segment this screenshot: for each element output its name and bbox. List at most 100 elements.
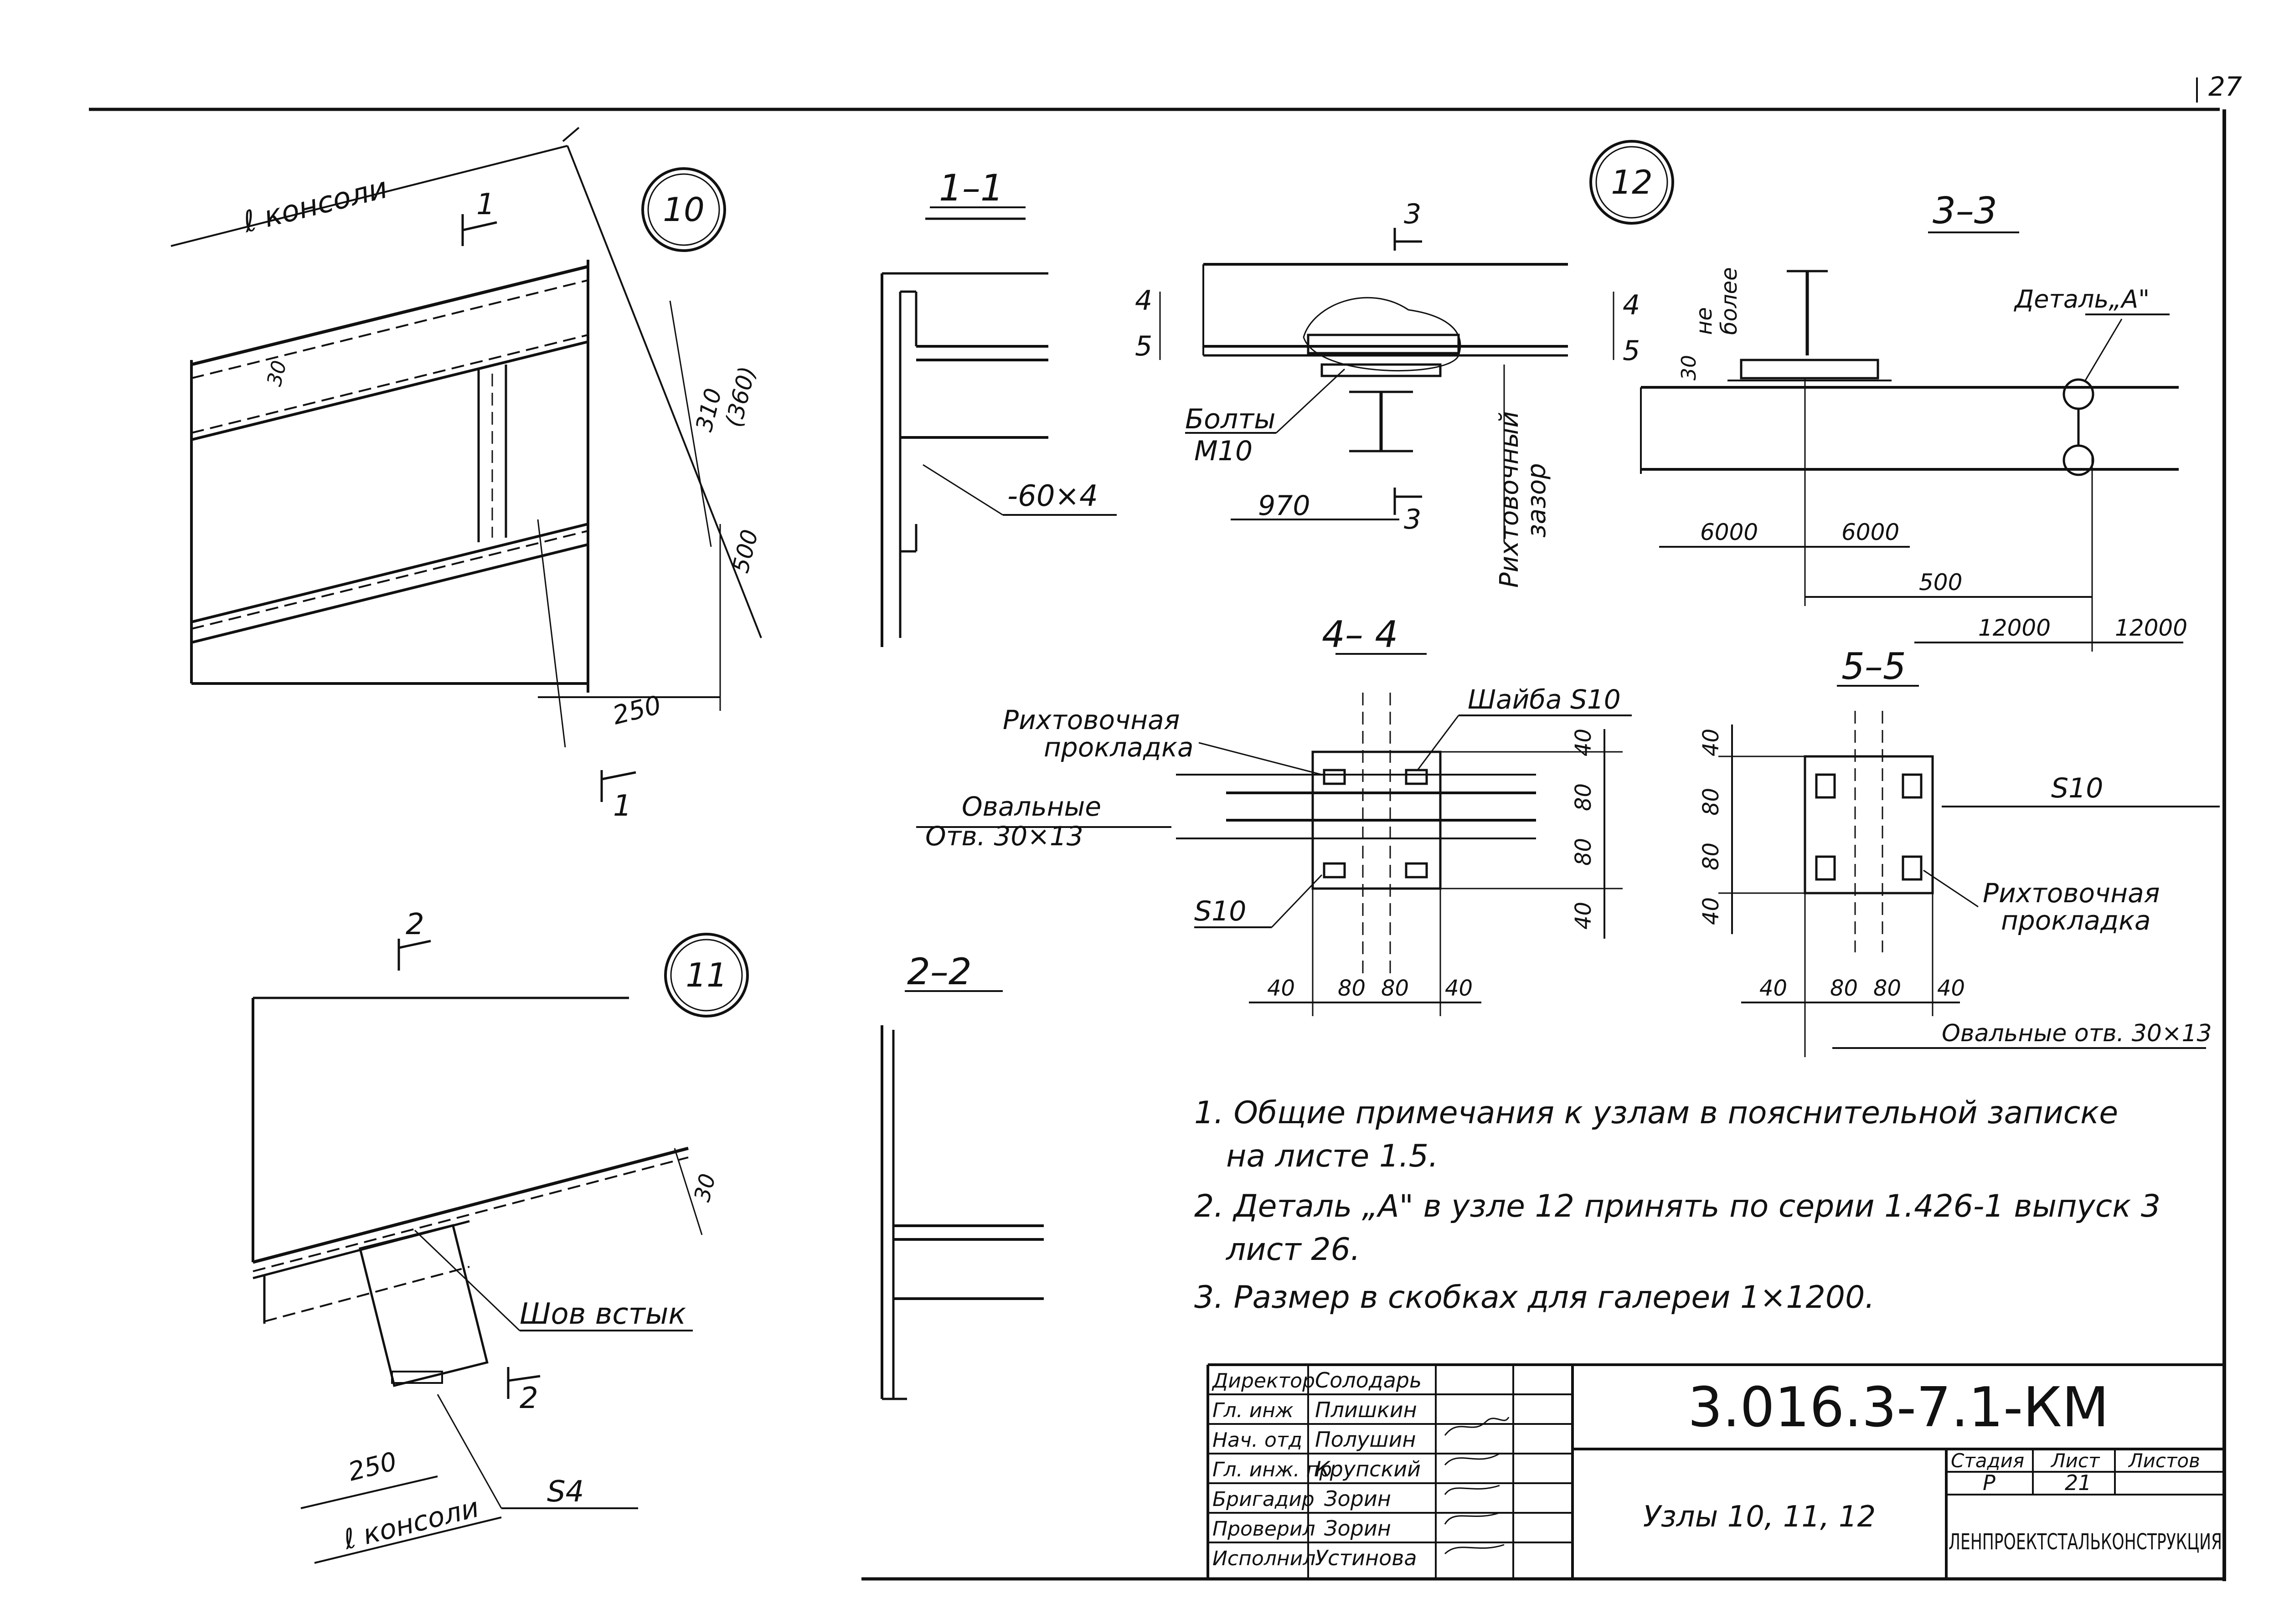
- sheet-value: 21: [2065, 1470, 2092, 1495]
- node-12-dim-970: 970: [1258, 490, 1310, 522]
- note-3: 3. Размер в скобках для галереи 1×1200.: [1194, 1280, 1875, 1316]
- section-3-3-drawing: [1640, 231, 2183, 652]
- section-3-3-dim-500: 500: [1919, 569, 1962, 596]
- section-5-5-shim-label-line2: прокладка: [2001, 905, 2151, 936]
- section-4-4-washer-label: Шайба S10: [1468, 684, 1621, 715]
- name-3: Полушин: [1315, 1427, 1416, 1452]
- node-10-drawing: [170, 127, 762, 802]
- general-notes: 1. Общие примечания к узлам в пояснитель…: [1194, 1095, 2160, 1316]
- section-3-3-detail-label: Деталь„А": [2014, 285, 2150, 313]
- sheet-header: Лист: [2050, 1449, 2100, 1472]
- node-10-section-mark-bottom: 1: [613, 789, 632, 823]
- section-3-3-not-more-line2: более: [1717, 267, 1742, 335]
- node-11-plate-label: S4: [547, 1475, 584, 1509]
- role-3: Нач. отд: [1212, 1429, 1302, 1452]
- section-3-3-title: 3–3: [1933, 190, 1997, 232]
- node-12-mark-3-top: 3: [1404, 198, 1421, 230]
- node-10-label: 10: [663, 190, 705, 229]
- role-4: Гл. инж. пр: [1212, 1458, 1332, 1481]
- section-4-4-vdim-1: 40: [1571, 729, 1596, 756]
- node-12-mark-3-bottom: 3: [1404, 504, 1421, 535]
- role-2: Гл. инж: [1212, 1399, 1294, 1422]
- sheet-frame: [89, 77, 2226, 1581]
- section-3-3-dim-6000-left: 6000: [1700, 519, 1758, 545]
- section-4-4-hdim-2: 80: [1338, 976, 1366, 1001]
- node-12-bolts-label-line2: М10: [1194, 435, 1253, 467]
- node-11-drawing: [252, 933, 749, 1564]
- node-12-mark-4-left: 4: [1135, 285, 1152, 317]
- section-5-5-vdim-3: 80: [1698, 843, 1724, 870]
- section-4-4-hdim-4: 40: [1445, 976, 1473, 1001]
- section-4-4-shim-label-line2: прокладка: [1044, 732, 1194, 763]
- section-3-3-dim-30: 30: [1677, 355, 1701, 380]
- section-4-4-vdim-2: 80: [1571, 783, 1596, 811]
- section-1-1-drawing: [881, 206, 1117, 647]
- node-12-bolts-label-line1: Болты: [1185, 403, 1276, 435]
- section-4-4-holes-label-line2: Отв. 30×13: [925, 821, 1083, 852]
- node-12-mark-5-left: 5: [1135, 330, 1152, 362]
- drawing-title: Узлы 10, 11, 12: [1643, 1500, 1876, 1534]
- section-3-3-dim-12000-right: 12000: [2115, 615, 2187, 641]
- title-block-names: Солодарь Плишкин Полушин Крупский Зорин …: [1315, 1368, 1422, 1570]
- node-10-section-mark-top: 1: [476, 188, 495, 221]
- section-5-5-plate-label: S10: [2051, 772, 2103, 804]
- node-12-gap-label-line1: Рихтовочный: [1495, 411, 1524, 588]
- stage-value: Р: [1983, 1470, 1995, 1495]
- role-7: Исполнил: [1212, 1547, 1315, 1570]
- section-4-4-hdim-1: 40: [1267, 976, 1295, 1001]
- section-2-2-drawing: [881, 990, 1044, 1400]
- section-3-3-dim-12000-left: 12000: [1978, 615, 2051, 641]
- section-4-4-plate-label: S10: [1194, 895, 1246, 927]
- node-12-mark-5-right: 5: [1623, 335, 1640, 367]
- node-12-gap-label-line2: зазор: [1522, 463, 1552, 538]
- node-11-label: 11: [686, 956, 727, 994]
- node-11-section-mark-top: 2: [406, 908, 424, 941]
- role-1: Директор: [1212, 1369, 1315, 1393]
- node-12-drawing: [1159, 140, 1674, 542]
- section-5-5-hdim-4: 40: [1937, 976, 1965, 1001]
- section-4-4-shim-label-line1: Рихтовочная: [1003, 704, 1180, 735]
- section-3-3-dim-6000-right: 6000: [1841, 519, 1899, 545]
- section-4-4-holes-label-line1: Овальные: [962, 791, 1101, 822]
- node-12-mark-4-right: 4: [1623, 289, 1640, 321]
- note-1-line2: на листе 1.5.: [1226, 1138, 1439, 1174]
- section-5-5-vertical-dims: 40 80 80 40: [1698, 729, 1724, 925]
- organization-name: ЛЕНПРОЕКТСТАЛЬКОНСТРУКЦИЯ: [1949, 1529, 2222, 1555]
- role-5: Бригадир: [1212, 1488, 1315, 1511]
- section-5-5-shim-label-line1: Рихтовочная: [1983, 878, 2160, 909]
- section-5-5-hdim-2: 80: [1830, 976, 1858, 1001]
- section-1-1-plate-label: -60×4: [1007, 479, 1098, 513]
- note-1-line1: 1. Общие примечания к узлам в пояснитель…: [1194, 1095, 2118, 1131]
- section-5-5-holes-label: Овальные отв. 30×13: [1942, 1020, 2212, 1047]
- section-1-1-title: 1–1: [939, 167, 1004, 209]
- name-7: Устинова: [1315, 1546, 1417, 1570]
- node-11-section-mark-bottom: 2: [520, 1382, 538, 1415]
- sheets-header: Листов: [2128, 1449, 2200, 1472]
- node-11-weld-label: Шов встык: [520, 1297, 686, 1331]
- section-4-4-title: 4– 4: [1322, 613, 1398, 656]
- title-block-roles: Директор Гл. инж Нач. отд Гл. инж. пр Бр…: [1212, 1369, 1332, 1570]
- section-5-5-vdim-4: 40: [1698, 897, 1724, 925]
- section-4-4-drawing: [916, 653, 1632, 1016]
- section-3-3-not-more-line1: не: [1691, 307, 1717, 335]
- section-5-5-vdim-1: 40: [1698, 729, 1724, 756]
- section-4-4-vdim-3: 80: [1571, 838, 1596, 866]
- section-4-4-vdim-4: 40: [1571, 902, 1596, 930]
- section-5-5-title: 5–5: [1841, 645, 1906, 688]
- section-4-4-horizontal-dims: 40 80 80 40: [1267, 976, 1473, 1001]
- section-4-4-vertical-dims: 40 80 80 40: [1571, 729, 1596, 930]
- section-5-5-vdim-2: 80: [1698, 788, 1724, 816]
- name-2: Плишкин: [1315, 1398, 1417, 1422]
- page-number: 27: [2208, 71, 2242, 102]
- section-5-5-hdim-1: 40: [1759, 976, 1787, 1001]
- title-block: [1207, 1363, 2224, 1579]
- note-2-line2: лист 26.: [1225, 1232, 1360, 1268]
- section-5-5-hdim-3: 80: [1873, 976, 1901, 1001]
- section-2-2-title: 2–2: [907, 951, 972, 993]
- role-6: Проверил: [1212, 1517, 1315, 1541]
- section-4-4-hdim-3: 80: [1381, 976, 1409, 1001]
- stage-header: Стадия: [1951, 1449, 2024, 1472]
- section-5-5-drawing: [1718, 685, 2220, 1057]
- document-code: 3.016.3-7.1-КМ: [1688, 1376, 2109, 1439]
